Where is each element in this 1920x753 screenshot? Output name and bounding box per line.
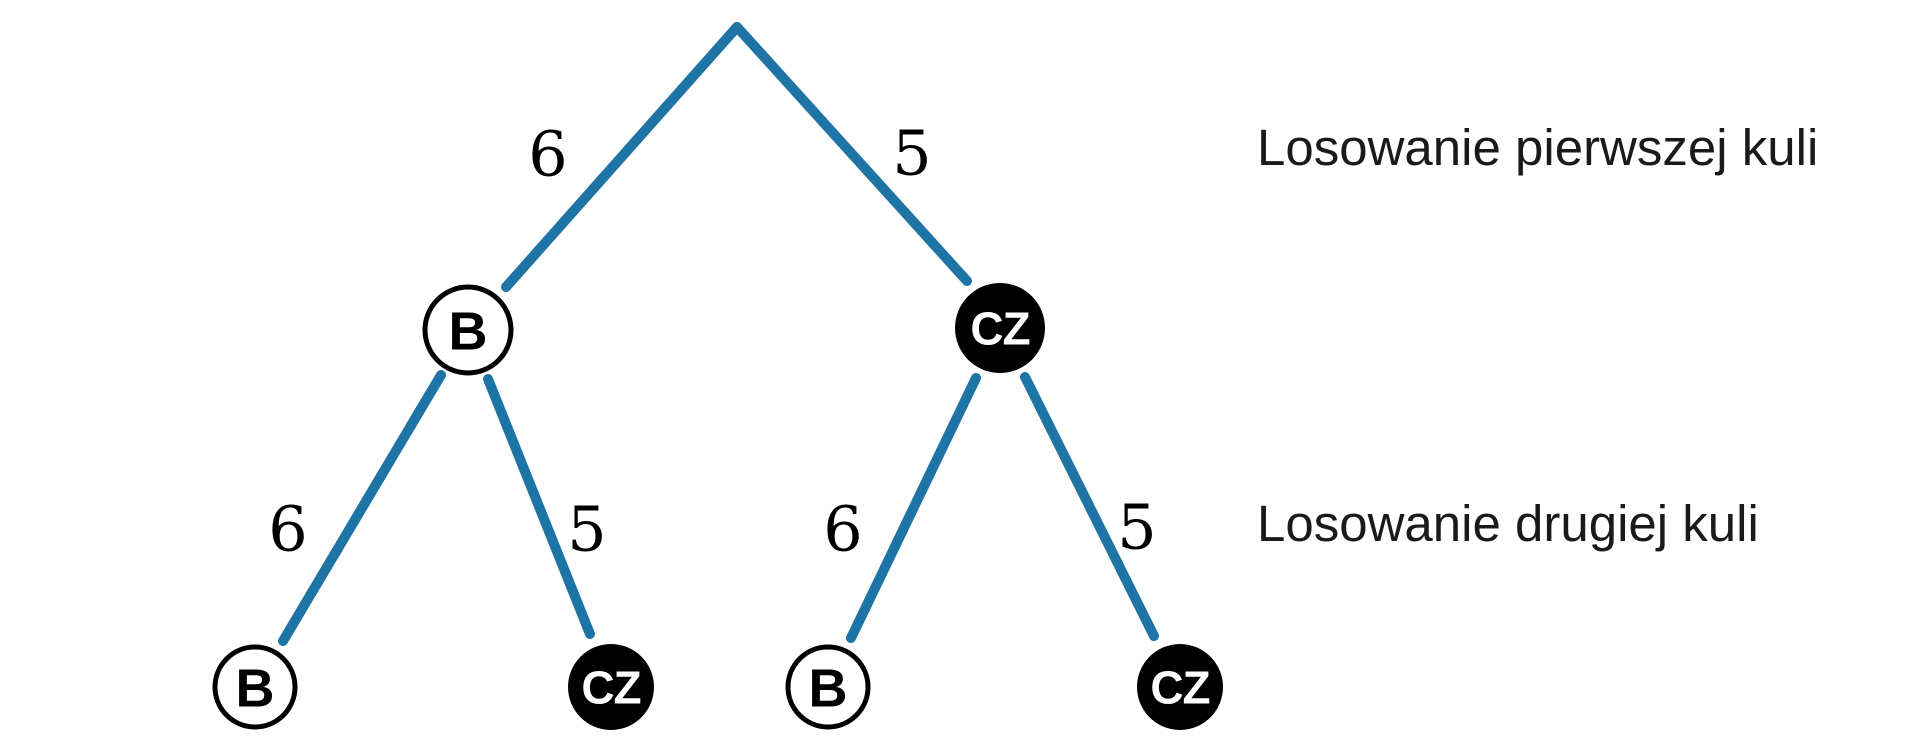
node-second-b-right-label: B [809, 658, 848, 718]
node-second-cz-right-label: CZ [1150, 662, 1209, 714]
tree-nodes: B CZ B CZ B CZ [212, 283, 1223, 730]
edge-first-b-to-second-cz [483, 374, 595, 639]
node-second-cz-left-label: CZ [581, 662, 640, 714]
edge-root-to-first-cz [732, 22, 972, 286]
node-second-cz-right-circle [1137, 644, 1223, 730]
annotation-second-draw: Losowanie drugiej kuli [1257, 495, 1759, 552]
edge-first-cz-to-second-cz [1020, 372, 1159, 641]
edge-first-cz-to-second-b [846, 373, 981, 643]
node-second-b-left-circle [212, 644, 298, 730]
node-first-b-circle [422, 284, 514, 376]
edge-label-first-right: 5 [892, 116, 931, 189]
edge-label-second-b-right: 5 [567, 492, 606, 565]
edge-first-b-to-second-b [278, 370, 446, 646]
node-first-cz-circle [955, 283, 1045, 373]
node-second-cz-right: CZ [1137, 644, 1223, 730]
edge-root-to-first-b [501, 22, 742, 292]
node-second-b-left: B [212, 644, 298, 730]
edge-label-first-left: 6 [528, 117, 567, 190]
node-second-b-left-label: B [236, 658, 275, 718]
annotation-first-draw: Losowanie pierwszej kuli [1257, 119, 1819, 176]
edge-label-second-cz-left: 6 [823, 492, 862, 565]
edge-label-second-b-left: 6 [268, 492, 307, 565]
node-second-cz-left: CZ [568, 644, 654, 730]
node-first-b-label: B [449, 301, 488, 361]
node-second-cz-left-circle [568, 644, 654, 730]
tree-edges [278, 22, 1159, 646]
node-second-b-right: B [785, 644, 871, 730]
node-first-cz-label: CZ [970, 303, 1029, 355]
node-first-b: B [422, 284, 514, 376]
node-first-cz: CZ [955, 283, 1045, 373]
edge-labels: 6 5 6 5 6 5 [268, 116, 1156, 565]
node-second-b-right-circle [785, 644, 871, 730]
edge-label-second-cz-right: 5 [1117, 490, 1156, 563]
